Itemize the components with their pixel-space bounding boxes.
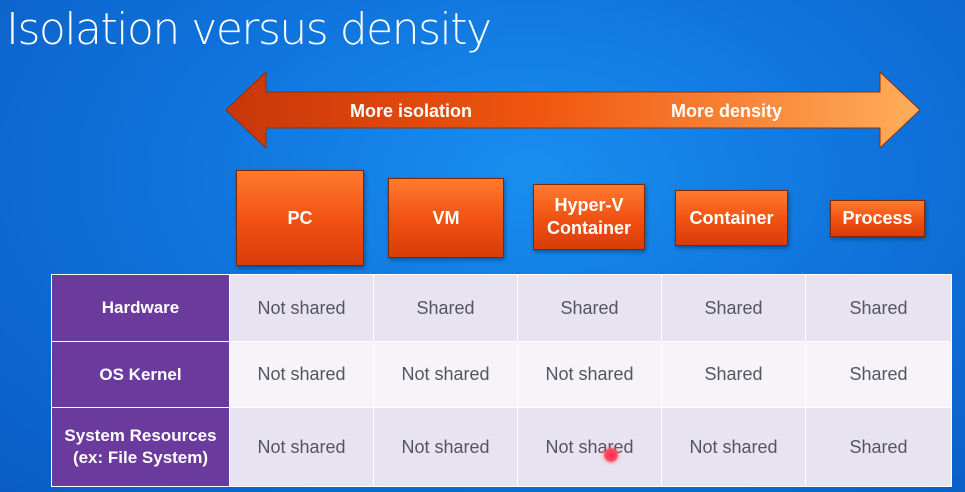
slide-title: Isolation versus density (6, 4, 492, 55)
table-cell: Not shared (229, 274, 374, 342)
table-cell: Shared (517, 274, 662, 342)
column-header-label: Process (842, 208, 913, 228)
isolation-table: Hardware Not shared Shared Shared Shared… (51, 274, 952, 487)
table-cell: Shared (805, 407, 952, 487)
table-row-os-kernel: OS Kernel Not shared Not shared Not shar… (51, 341, 952, 408)
table-cell: Shared (373, 274, 518, 342)
table-cell: Shared (661, 341, 806, 408)
table-cell: Shared (661, 274, 806, 342)
table-cell: Not shared (229, 407, 374, 487)
more-isolation-label: More isolation (350, 101, 473, 121)
table-cell: Not shared (373, 407, 518, 487)
table-cell: Shared (805, 274, 952, 342)
column-header-process: Process (830, 200, 925, 237)
column-header-container: Container (675, 190, 788, 246)
column-header-pc: PC (236, 170, 364, 266)
column-header-label: VM (432, 207, 460, 228)
pointer-cursor-icon (604, 448, 618, 462)
table-cell: Shared (805, 341, 952, 408)
row-header-hardware: Hardware (51, 274, 230, 342)
column-header-label: Hyper-V Container (546, 195, 631, 238)
table-row-system-resources: System Resources (ex: File System) Not s… (51, 407, 952, 487)
column-header-label: Container (689, 207, 774, 228)
row-header-system-resources: System Resources (ex: File System) (51, 407, 230, 487)
table-cell: Not shared (661, 407, 806, 487)
table-cell: Not shared (517, 341, 662, 408)
row-header-os-kernel: OS Kernel (51, 341, 230, 408)
column-header-hyperv-container: Hyper-V Container (533, 184, 645, 250)
more-density-label: More density (671, 101, 783, 121)
table-cell: Not shared (517, 407, 662, 487)
column-header-label: PC (287, 207, 313, 228)
column-header-vm: VM (388, 178, 504, 258)
table-cell: Not shared (229, 341, 374, 408)
double-arrow-icon (226, 72, 920, 148)
table-row-hardware: Hardware Not shared Shared Shared Shared… (51, 274, 952, 342)
table-cell: Not shared (373, 341, 518, 408)
